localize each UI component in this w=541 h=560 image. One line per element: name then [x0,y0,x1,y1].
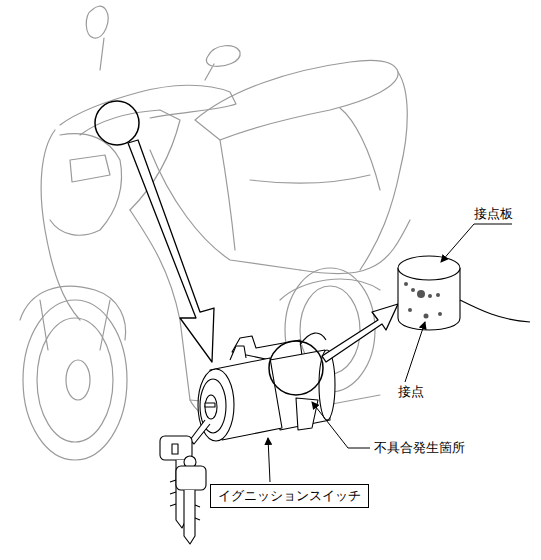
defect-location-label: 不具合発生箇所 [374,440,465,456]
part-name: 接点 [398,384,424,400]
part-name: 接点板 [474,206,513,222]
part-name: イグニッションスイッチ [218,488,361,504]
part-name-box: イグニッションスイッチ [210,484,369,508]
